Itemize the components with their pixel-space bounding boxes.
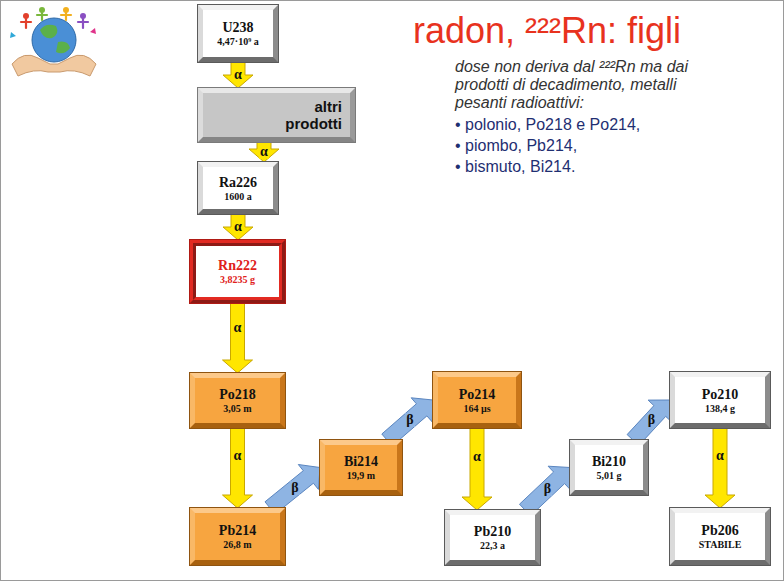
- alpha-decay-arrow: [223, 214, 253, 240]
- decay-label: α: [233, 321, 243, 335]
- globe-illustration: [4, 2, 104, 82]
- nuclide-name: Rn222: [218, 257, 257, 274]
- nuclide-name: Po210: [702, 386, 739, 403]
- nuclide-name: Pb214: [219, 522, 256, 539]
- globe: [32, 18, 76, 62]
- beta-decay-arrow: [627, 400, 672, 445]
- bullet-item: • polonio, Po218 e Po214,: [455, 116, 640, 134]
- nuclide-box: Po210138,4 g: [670, 372, 770, 428]
- nuclide-name: Bi214: [344, 453, 378, 470]
- children-figures: [10, 7, 96, 38]
- bullet-item: • bismuto, Bi214.: [455, 158, 575, 176]
- continent: [56, 42, 70, 54]
- half-life: 5,01 g: [597, 470, 622, 482]
- nuclide-box: Pb21022,3 a: [445, 510, 540, 565]
- half-life: 26,8 m: [223, 539, 251, 551]
- nuclide-box: Pb206STABILE: [670, 508, 770, 565]
- slide-title: radon, ²²²Rn: figli: [413, 10, 681, 52]
- decay-label: α: [715, 449, 725, 463]
- decay-label: β: [647, 413, 656, 427]
- half-life: 3,8235 g: [220, 274, 255, 286]
- nuclide-box: U2384,47·10⁹ a: [198, 5, 278, 62]
- continent: [40, 25, 57, 39]
- nuclide-name: Ra226: [219, 174, 257, 191]
- nuclide-box: Bi21419,9 m: [320, 440, 402, 495]
- note-text: dose non deriva dal ²²²Rn ma dai prodott…: [455, 58, 690, 112]
- nuclide-name: altri prodotti: [270, 98, 342, 132]
- decay-label: β: [405, 413, 414, 427]
- nuclide-box: Pb21426,8 m: [190, 508, 285, 565]
- half-life: 138,4 g: [705, 403, 735, 415]
- half-life: 19,9 m: [347, 470, 375, 482]
- beta-decay-arrow: [382, 398, 433, 446]
- nuclide-name: Po218: [219, 386, 256, 403]
- nuclide-box: Po214164 µs: [433, 372, 521, 428]
- bullet-item: • piombo, Pb214,: [455, 137, 577, 155]
- group-band: altri prodotti: [198, 88, 355, 142]
- half-life: 1600 a: [224, 191, 252, 203]
- half-life: 4,47·10⁹ a: [217, 36, 258, 48]
- alpha-decay-arrow: [705, 428, 735, 508]
- nuclide-name: Bi210: [592, 453, 626, 470]
- decay-label: α: [259, 145, 269, 159]
- nuclide-box: Rn2223,8235 g: [190, 240, 285, 303]
- nuclide-box: Bi2105,01 g: [570, 440, 648, 495]
- half-life: 22,3 a: [480, 540, 505, 552]
- decay-label: β: [290, 481, 299, 495]
- alpha-decay-arrow: [462, 428, 492, 510]
- nuclide-name: Po214: [459, 386, 496, 403]
- decay-label: α: [472, 450, 482, 464]
- half-life: 3,05 m: [223, 403, 251, 415]
- alpha-decay-arrow: [223, 62, 253, 88]
- nuclide-box: Po2183,05 m: [190, 373, 285, 428]
- half-life: STABILE: [699, 539, 742, 551]
- nuclide-box: Ra2261600 a: [198, 162, 278, 214]
- nuclide-name: Pb206: [701, 522, 738, 539]
- decay-label: α: [233, 449, 243, 463]
- alpha-decay-arrow: [223, 303, 253, 373]
- nuclide-name: U238: [222, 19, 253, 36]
- alpha-decay-arrow: [249, 142, 279, 162]
- decay-label: β: [543, 482, 552, 496]
- alpha-decay-arrow: [223, 428, 253, 508]
- beta-decay-arrow: [520, 466, 571, 516]
- beta-decay-arrow: [265, 465, 320, 515]
- decay-label: α: [233, 220, 243, 234]
- nuclide-name: Pb210: [474, 523, 511, 540]
- half-life: 164 µs: [463, 403, 490, 415]
- decay-label: α: [233, 68, 243, 82]
